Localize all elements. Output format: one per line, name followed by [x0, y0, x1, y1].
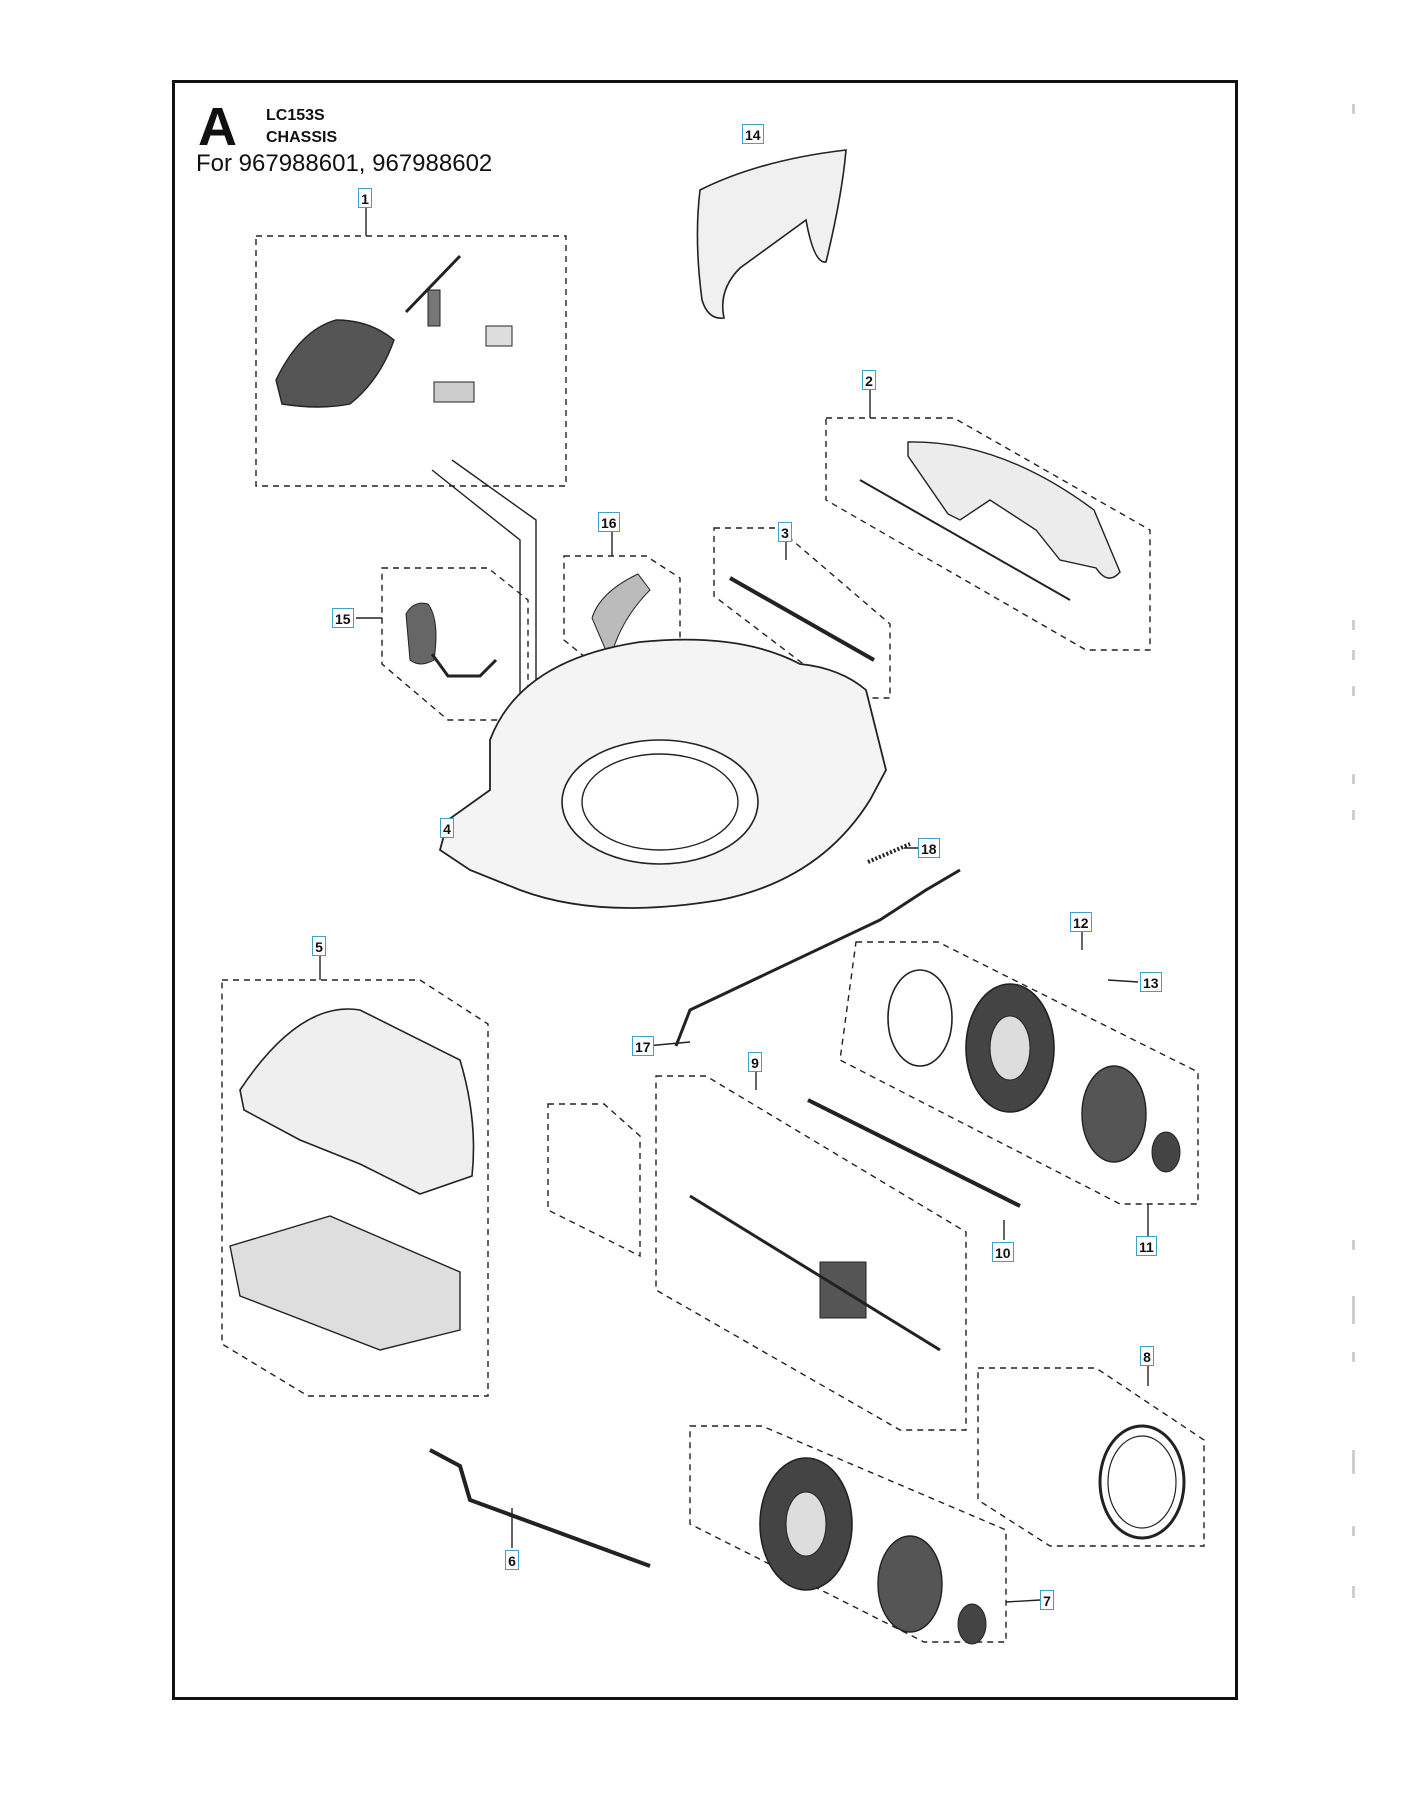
callout-12: 12	[1070, 912, 1092, 932]
applicable-serials: For 967988601, 967988602	[196, 150, 493, 177]
edge-mark	[1352, 1296, 1355, 1324]
grass-cover	[696, 149, 847, 319]
callout-14: 14	[742, 124, 764, 144]
edge-mark	[1352, 650, 1355, 660]
page-frame	[172, 80, 1238, 1700]
section-letter: A	[198, 97, 237, 157]
callout-4: 4	[440, 818, 454, 838]
edge-mark	[1352, 810, 1355, 820]
group-box-11	[839, 941, 1199, 1205]
edge-mark	[1352, 1450, 1355, 1474]
callout-11: 11	[1136, 1236, 1157, 1256]
group-box-15	[381, 567, 529, 721]
callout-6: 6	[505, 1550, 519, 1570]
group-box-3	[713, 527, 891, 699]
group-box-8	[977, 1367, 1205, 1547]
callout-15: 15	[332, 608, 354, 628]
group-box-9-inner	[547, 1103, 641, 1258]
callout-9: 9	[748, 1052, 762, 1072]
edge-mark	[1352, 620, 1355, 630]
section-title: CHASSIS	[266, 129, 338, 146]
model-name: LC153S	[266, 107, 325, 124]
edge-mark	[1352, 1526, 1355, 1536]
edge-mark	[1352, 774, 1355, 784]
handle-grip	[275, 319, 395, 408]
callout-10: 10	[992, 1242, 1014, 1262]
group-box-5	[221, 979, 489, 1397]
callout-2: 2	[862, 370, 876, 390]
group-box-2	[825, 417, 1151, 651]
callout-5: 5	[312, 936, 326, 956]
callout-1: 1	[358, 188, 372, 208]
edge-mark	[1352, 1586, 1355, 1598]
group-box-7	[689, 1425, 1007, 1643]
edge-mark	[1352, 1240, 1355, 1250]
edge-mark	[1352, 1352, 1355, 1362]
edge-mark	[1352, 104, 1355, 114]
rear-flap	[907, 441, 1121, 579]
callout-18: 18	[918, 838, 940, 858]
edge-mark	[1352, 686, 1355, 696]
callout-7: 7	[1040, 1590, 1054, 1610]
front-cover	[239, 1008, 475, 1195]
callout-8: 8	[1140, 1346, 1154, 1366]
callout-13: 13	[1140, 972, 1162, 992]
callout-16: 16	[598, 512, 620, 532]
callout-3: 3	[778, 522, 792, 542]
group-box-9	[655, 1075, 967, 1431]
callout-17: 17	[632, 1036, 654, 1056]
